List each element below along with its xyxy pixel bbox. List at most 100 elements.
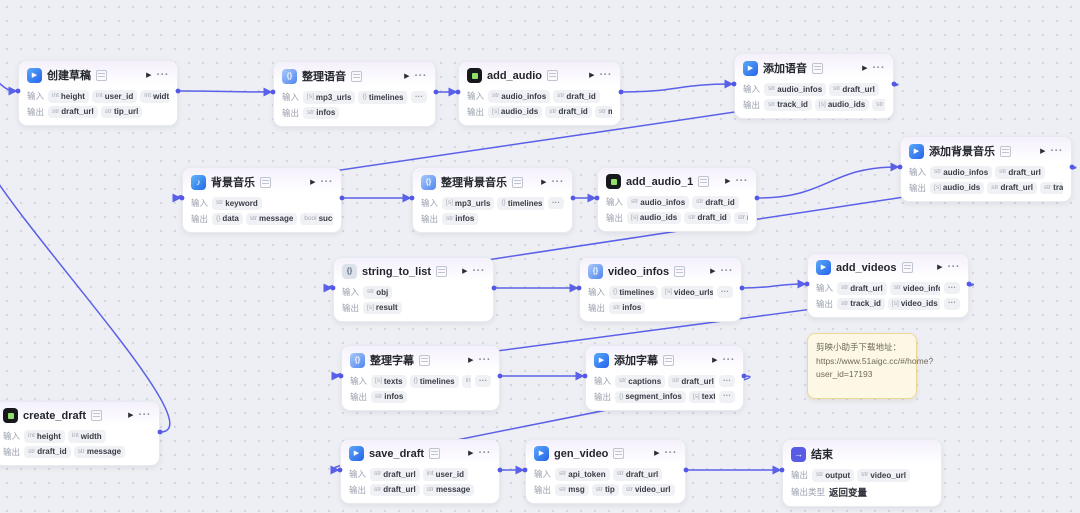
more-menu-button[interactable]: ··· [872,61,885,74]
overflow-params-button[interactable]: ··· [411,91,427,104]
param-name: video_url [634,485,671,495]
type-tag: [s] [307,93,314,101]
more-menu-button[interactable]: ··· [722,353,735,366]
run-node-button[interactable]: ▶ [725,178,731,185]
more-menu-button[interactable]: ··· [478,353,491,366]
run-node-button[interactable]: ▶ [712,356,718,364]
node-title: add_videos [836,261,897,274]
code-plugin-icon: {} [342,264,357,279]
type-tag: {} [619,392,624,400]
workflow-node-zhengli_yuyin[interactable]: {}整理语音▶···输入[s]mp3_urls{}timelinesstraud… [273,61,436,128]
type-tag: [s] [446,199,453,207]
node-header: {}video_infos▶··· [580,258,741,282]
overflow-params-button[interactable]: ··· [719,375,735,388]
run-node-button[interactable]: ▶ [146,71,152,79]
more-menu-button[interactable]: ··· [735,175,748,188]
param-name: audio_infos [777,84,823,94]
param-name: draft_url [850,283,883,293]
more-menu-button[interactable]: ··· [472,265,485,278]
workflow-node-video_infos[interactable]: {}video_infos▶···输入{}timelines[s]video_u… [579,257,742,323]
run-node-button[interactable]: ▶ [310,178,316,186]
overflow-params-button[interactable]: ··· [719,390,735,403]
more-menu-button[interactable]: ··· [156,68,169,81]
run-node-button[interactable]: ▶ [654,450,660,457]
param-name: timelines [419,376,455,386]
run-node-button[interactable]: ▶ [862,64,868,72]
run-node-button[interactable]: ▶ [462,268,468,275]
node-header: {}整理语音▶··· [274,62,435,87]
more-menu-button[interactable]: ··· [478,447,491,460]
more-menu-button[interactable]: ··· [599,69,612,82]
more-menu-button[interactable]: ··· [720,265,733,278]
param-name: keyword [225,198,258,208]
note-icon [351,70,362,82]
type-tag: str [893,284,901,292]
workflow-node-zhengli_zimu[interactable]: {}整理字幕▶···输入[s]texts{}timelinesintfont_s… [341,345,500,412]
overflow-params-button[interactable]: ··· [717,286,733,299]
row-label: 输出 [191,213,209,224]
param-name: height [36,431,61,441]
more-menu-button[interactable]: ··· [414,69,427,82]
workflow-node-tianjia_zimu[interactable]: ▶添加字幕▶···输入strcaptionsstrdraft_urlintali… [585,345,744,412]
run-node-button[interactable]: ▶ [468,450,474,457]
run-node-button[interactable]: ▶ [128,412,134,419]
more-menu-button[interactable]: ··· [138,409,151,422]
type-tag: str [613,303,621,311]
type-tag: str [557,92,565,100]
overflow-params-button[interactable]: ··· [944,297,960,310]
node-header: →结束 [783,440,941,465]
workflow-node-chuangjian_caogao[interactable]: ▶创建草稿▶···输入intheightintuser_idintwidth输出… [18,60,178,127]
more-menu-button[interactable]: ··· [947,261,960,274]
sticky-note[interactable]: 剪映小助手下载地址：https://www.51aigc.cc/#/home?u… [807,333,933,399]
param-name: draft_url [1000,183,1033,193]
row-label: 输入 [594,376,612,387]
run-node-button[interactable]: ▶ [468,356,474,364]
run-node-button[interactable]: ▶ [589,72,595,79]
run-node-button[interactable]: ▶ [541,178,547,186]
node-header: {}整理字幕▶··· [342,346,499,371]
jianying-plugin-icon: ▶ [594,352,609,368]
run-node-button[interactable]: ▶ [404,72,410,80]
note-icon [436,266,448,277]
run-node-button[interactable]: ▶ [1040,147,1046,155]
run-node-button[interactable]: ▶ [937,264,943,271]
more-menu-button[interactable]: ··· [320,175,333,188]
overflow-params-button[interactable]: ··· [475,375,491,388]
note-icon [663,354,674,366]
overflow-params-button[interactable]: ··· [944,282,960,295]
more-menu-button[interactable]: ··· [664,447,677,460]
param-segment_infos: {}segment_infos [615,390,686,404]
run-node-button[interactable]: ▶ [710,268,716,275]
more-menu-button[interactable]: ··· [1050,144,1063,157]
param-tags: {}segment_infos[s]text_idsstrtrack_i [615,390,715,404]
param-tags: [s]result [363,301,402,315]
more-menu-button[interactable]: ··· [551,175,564,188]
overflow-params-button[interactable]: ··· [548,197,564,210]
workflow-node-zhengli_beijing_yinyue[interactable]: {}整理背景音乐▶···输入[s]mp3_urls{}timelinesstra… [412,167,573,234]
